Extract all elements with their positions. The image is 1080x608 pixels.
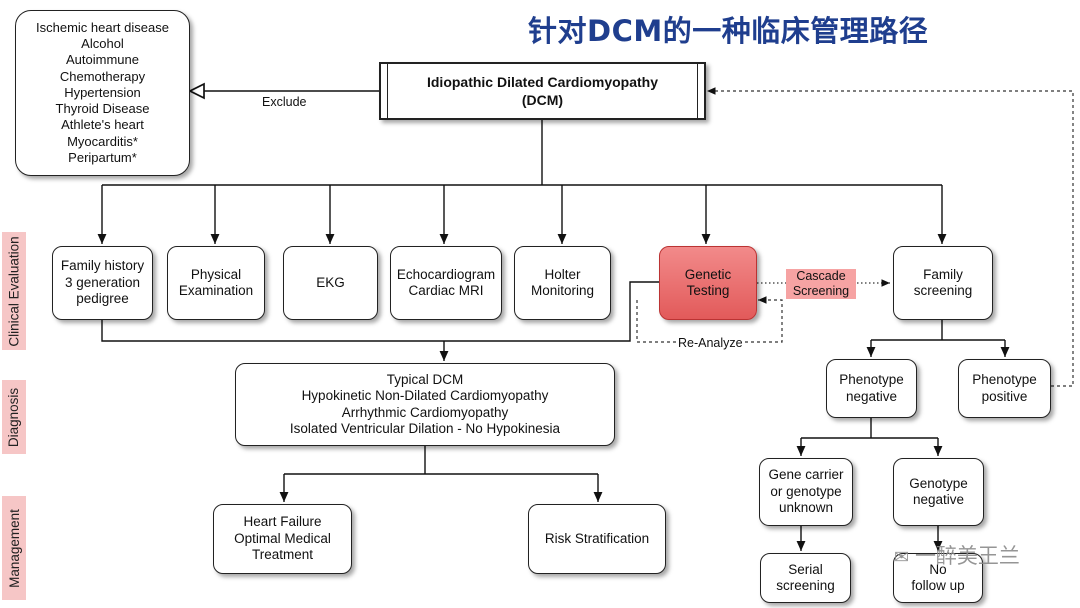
followup-no-follow-up: No follow up <box>893 553 983 603</box>
phenotype-line: positive <box>981 388 1028 404</box>
exclusion-item: Autoimmune <box>66 52 139 68</box>
genotype-line: unknown <box>778 500 834 516</box>
exclusion-item: Alcohol <box>81 35 124 51</box>
genotype-line: or genotype <box>770 483 842 499</box>
exclusion-list: Ischemic heart disease Alcohol Autoimmun… <box>15 10 190 176</box>
phenotype-line: Phenotype <box>972 372 1037 387</box>
eval-line: EKG <box>316 274 345 290</box>
genotype-carrier-unknown: Gene carrier or genotype unknown <box>759 458 853 526</box>
eval-line: Physical <box>190 266 242 282</box>
wechat-icon: ✉ <box>894 547 910 567</box>
followup-line: Serial <box>788 561 823 577</box>
watermark-text: 一醉美王兰 <box>914 545 1020 568</box>
watermark: ✉ 一醉美王兰 <box>894 540 1020 570</box>
cascade-line: Screening <box>792 284 850 298</box>
followup-line: screening <box>776 578 835 593</box>
exclusion-item: Chemotherapy <box>59 68 146 84</box>
dcm-node: Idiopathic Dilated Cardiomyopathy (DCM) <box>379 62 706 120</box>
eval-line: Cardiac MRI <box>408 283 484 298</box>
eval-ekg: EKG <box>283 246 378 320</box>
dcm-node-line: (DCM) <box>521 92 564 108</box>
phenotype-line: Phenotype <box>839 372 904 387</box>
diagnosis-box: Typical DCM Hypokinetic Non-Dilated Card… <box>235 363 615 446</box>
genotype-line: Genotype <box>909 475 968 491</box>
exclusion-item: Hypertension <box>64 84 141 100</box>
exclusion-item: Thyroid Disease <box>55 101 150 117</box>
eval-physical-examination: Physical Examination <box>167 246 265 320</box>
eval-line: screening <box>913 283 973 298</box>
eval-line: Examination <box>178 283 254 298</box>
reanalyze-edge <box>636 296 783 343</box>
phenotype-positive: Phenotype positive <box>958 359 1051 418</box>
eval-holter: Holter Monitoring <box>514 246 611 320</box>
management-line: Risk Stratification <box>544 530 650 546</box>
phenotype-negative: Phenotype negative <box>826 359 917 418</box>
eval-line: 3 generation <box>64 274 141 290</box>
cascade-line: Cascade <box>796 269 846 283</box>
feedback-edge <box>707 87 1074 387</box>
exclusion-item: Ischemic heart disease <box>36 19 169 35</box>
page-title: 针对DCM的一种临床管理路径 <box>528 14 929 48</box>
reanalyze-label: Re-Analyze <box>676 336 745 350</box>
diagnosis-line: Hypokinetic Non-Dilated Cardiomyopathy <box>301 388 549 403</box>
management-line: Treatment <box>251 547 314 563</box>
genotype-negative: Genotype negative <box>893 458 984 526</box>
eval-line: Echocardiogram <box>396 266 496 282</box>
eval-family-history: Family history 3 generation pedigree <box>52 246 153 320</box>
eval-line: Testing <box>686 283 730 298</box>
management-risk-stratification: Risk Stratification <box>528 504 666 574</box>
section-management: Management <box>2 496 26 600</box>
diagnosis-line: Isolated Ventricular Dilation - No Hypok… <box>289 421 561 436</box>
eval-echo-mri: Echocardiogram Cardiac MRI <box>390 246 502 320</box>
eval-line: Monitoring <box>530 283 595 298</box>
section-clinical-evaluation: Clinical Evaluation <box>2 232 26 350</box>
followup-line: follow up <box>911 578 965 593</box>
exclusion-item: Athlete's heart <box>61 117 144 133</box>
diagnosis-line: Arrhythmic Cardiomyopathy <box>341 404 509 420</box>
cascade-screening-label: Cascade Screening <box>786 269 856 299</box>
genotype-line: Gene carrier <box>768 467 844 483</box>
eval-line: Family history <box>60 258 145 274</box>
diagnosis-line: Typical DCM <box>386 371 464 387</box>
followup-line: No <box>929 561 947 577</box>
section-diagnosis: Diagnosis <box>2 380 26 454</box>
dcm-node-line: Idiopathic Dilated Cardiomyopathy <box>426 74 659 90</box>
eval-line: Holter <box>544 266 581 282</box>
exclusion-item: Peripartum* <box>68 150 137 166</box>
management-line: Heart Failure <box>243 514 322 530</box>
eval-line: Genetic <box>684 266 732 282</box>
eval-line: pedigree <box>76 291 129 307</box>
eval-family-screening: Family screening <box>893 246 993 320</box>
eval-genetic-testing: Genetic Testing <box>659 246 757 320</box>
exclusion-item: Myocarditis* <box>67 133 138 149</box>
genotype-line: negative <box>912 492 965 507</box>
eval-line: Family <box>923 266 963 282</box>
management-line: Optimal Medical <box>234 530 331 546</box>
phenotype-line: negative <box>845 388 898 404</box>
management-heart-failure: Heart Failure Optimal Medical Treatment <box>213 504 352 574</box>
exclude-label: Exclude <box>262 95 307 109</box>
followup-serial-screening: Serial screening <box>760 553 851 603</box>
